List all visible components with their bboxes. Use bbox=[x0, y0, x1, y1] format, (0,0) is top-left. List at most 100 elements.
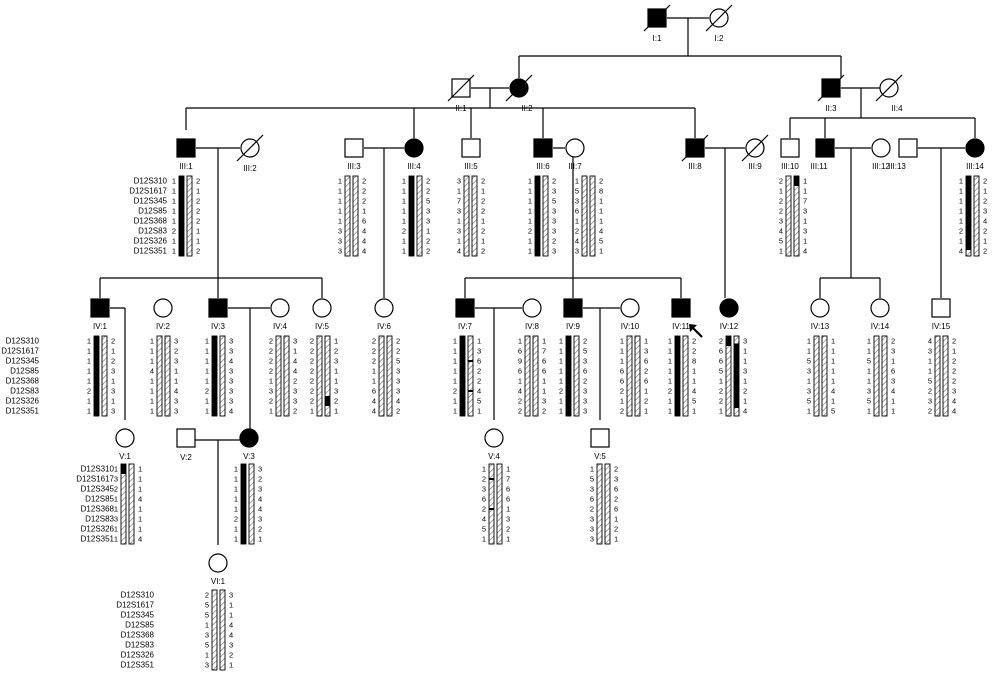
allele-value: 6 bbox=[362, 217, 366, 226]
marker-name: D12S83 bbox=[125, 641, 154, 650]
normal-haplotype-bar bbox=[211, 589, 218, 671]
individual-id: III:10 bbox=[781, 162, 799, 171]
allele-value: 3 bbox=[258, 465, 262, 474]
allele-value: 2 bbox=[779, 177, 783, 186]
allele-value: 1 bbox=[138, 515, 142, 524]
allele-value: 3 bbox=[457, 227, 461, 236]
individual-id: II:3 bbox=[825, 104, 837, 113]
allele-value: 2 bbox=[983, 197, 987, 206]
individual-iv-4: IV:4 bbox=[270, 298, 290, 331]
allele-value: 1 bbox=[258, 535, 262, 544]
individual-iii-4: III:4 bbox=[404, 138, 424, 171]
proband-arrow-icon bbox=[689, 324, 703, 338]
allele-value: 3 bbox=[590, 525, 594, 534]
disease-haplotype-bar bbox=[565, 335, 572, 417]
deceased-slash bbox=[875, 74, 903, 102]
allele-value: 1 bbox=[867, 337, 871, 346]
allele-value: 3 bbox=[396, 367, 400, 376]
allele-value: 1 bbox=[234, 465, 238, 474]
individual-v-1: V:1 bbox=[115, 428, 135, 461]
allele-value: 1 bbox=[719, 407, 723, 416]
allele-value: 1 bbox=[87, 367, 91, 376]
allele-value: 3 bbox=[174, 397, 178, 406]
allele-value: 1 bbox=[111, 347, 115, 356]
allele-value: 4 bbox=[831, 387, 835, 396]
allele-value: 1 bbox=[453, 367, 457, 376]
marker-name: D12S345 bbox=[81, 485, 115, 494]
allele-value: 1 bbox=[234, 505, 238, 514]
individual-id: I:1 bbox=[653, 34, 662, 43]
allele-value: 1 bbox=[506, 465, 510, 474]
disease-haplotype-bar bbox=[178, 175, 185, 257]
allele-value: 6 bbox=[620, 377, 624, 386]
unaffected-male-symbol bbox=[931, 298, 951, 318]
disease-haplotype-bar bbox=[674, 335, 681, 417]
allele-value: 1 bbox=[172, 177, 176, 186]
allele-value: 3 bbox=[229, 387, 233, 396]
individual-id: IV:9 bbox=[566, 322, 580, 331]
normal-haplotype-bar bbox=[467, 335, 474, 417]
individual-id: IV:10 bbox=[621, 322, 640, 331]
allele-value: 1 bbox=[150, 347, 154, 356]
allele-value: 1 bbox=[559, 377, 563, 386]
allele-value: 5 bbox=[205, 641, 209, 650]
allele-value: 1 bbox=[269, 377, 273, 386]
allele-value: 1 bbox=[426, 227, 430, 236]
deceased-slash bbox=[236, 134, 264, 162]
individual-id: IV:8 bbox=[525, 322, 539, 331]
individual-iii-6: III:6 bbox=[533, 138, 553, 171]
individual-v-4: V:4 bbox=[484, 428, 504, 461]
allele-value: 2 bbox=[269, 397, 273, 406]
individual-id: V:1 bbox=[119, 452, 131, 461]
allele-value: 1 bbox=[234, 475, 238, 484]
allele-value: 1 bbox=[477, 337, 481, 346]
allele-value: 1 bbox=[402, 177, 406, 186]
allele-value: 5 bbox=[426, 197, 430, 206]
allele-value: 1 bbox=[205, 337, 209, 346]
individual-id: IV:3 bbox=[211, 322, 225, 331]
allele-value: 2 bbox=[482, 475, 486, 484]
allele-value: 1 bbox=[334, 377, 338, 386]
allele-value: 4 bbox=[138, 535, 142, 544]
allele-value: 4 bbox=[138, 495, 142, 504]
allele-value: 1 bbox=[807, 347, 811, 356]
individual-id: III:8 bbox=[688, 162, 702, 171]
allele-value: 1 bbox=[952, 347, 956, 356]
marker-name: D12S351 bbox=[6, 407, 40, 416]
normal-haplotype-bar bbox=[589, 175, 596, 257]
allele-value: 2 bbox=[293, 377, 297, 386]
allele-value: 1 bbox=[481, 217, 485, 226]
allele-value: 6 bbox=[506, 485, 510, 494]
allele-value: 1 bbox=[334, 337, 338, 346]
allele-value: 3 bbox=[552, 247, 556, 256]
allele-value: 2 bbox=[477, 377, 481, 386]
marker-name: D12S1617 bbox=[1, 347, 39, 356]
allele-value: 6 bbox=[590, 495, 594, 504]
allele-value: 2 bbox=[310, 367, 314, 376]
allele-value: 4 bbox=[362, 247, 366, 256]
allele-value: 3 bbox=[477, 347, 481, 356]
allele-value: 1 bbox=[692, 367, 696, 376]
allele-value: 3 bbox=[952, 387, 956, 396]
pedigree-lines bbox=[99, 17, 976, 545]
affected-male-symbol bbox=[90, 298, 110, 318]
allele-value: 6 bbox=[477, 357, 481, 366]
allele-value: 2 bbox=[334, 397, 338, 406]
normal-haplotype-bar bbox=[344, 175, 351, 257]
allele-value: 3 bbox=[111, 387, 115, 396]
normal-haplotype-bar bbox=[532, 335, 539, 417]
allele-value: 2 bbox=[426, 237, 430, 246]
disease-haplotype-bar bbox=[965, 175, 972, 257]
individual-iii-7: III:7 bbox=[565, 138, 585, 171]
allele-value: 1 bbox=[138, 465, 142, 474]
individual-id: II:1 bbox=[455, 104, 467, 113]
disease-haplotype-bar bbox=[534, 175, 541, 257]
allele-value: 2 bbox=[269, 367, 273, 376]
allele-value: 1 bbox=[453, 357, 457, 366]
marker-name: D12S368 bbox=[6, 377, 40, 386]
